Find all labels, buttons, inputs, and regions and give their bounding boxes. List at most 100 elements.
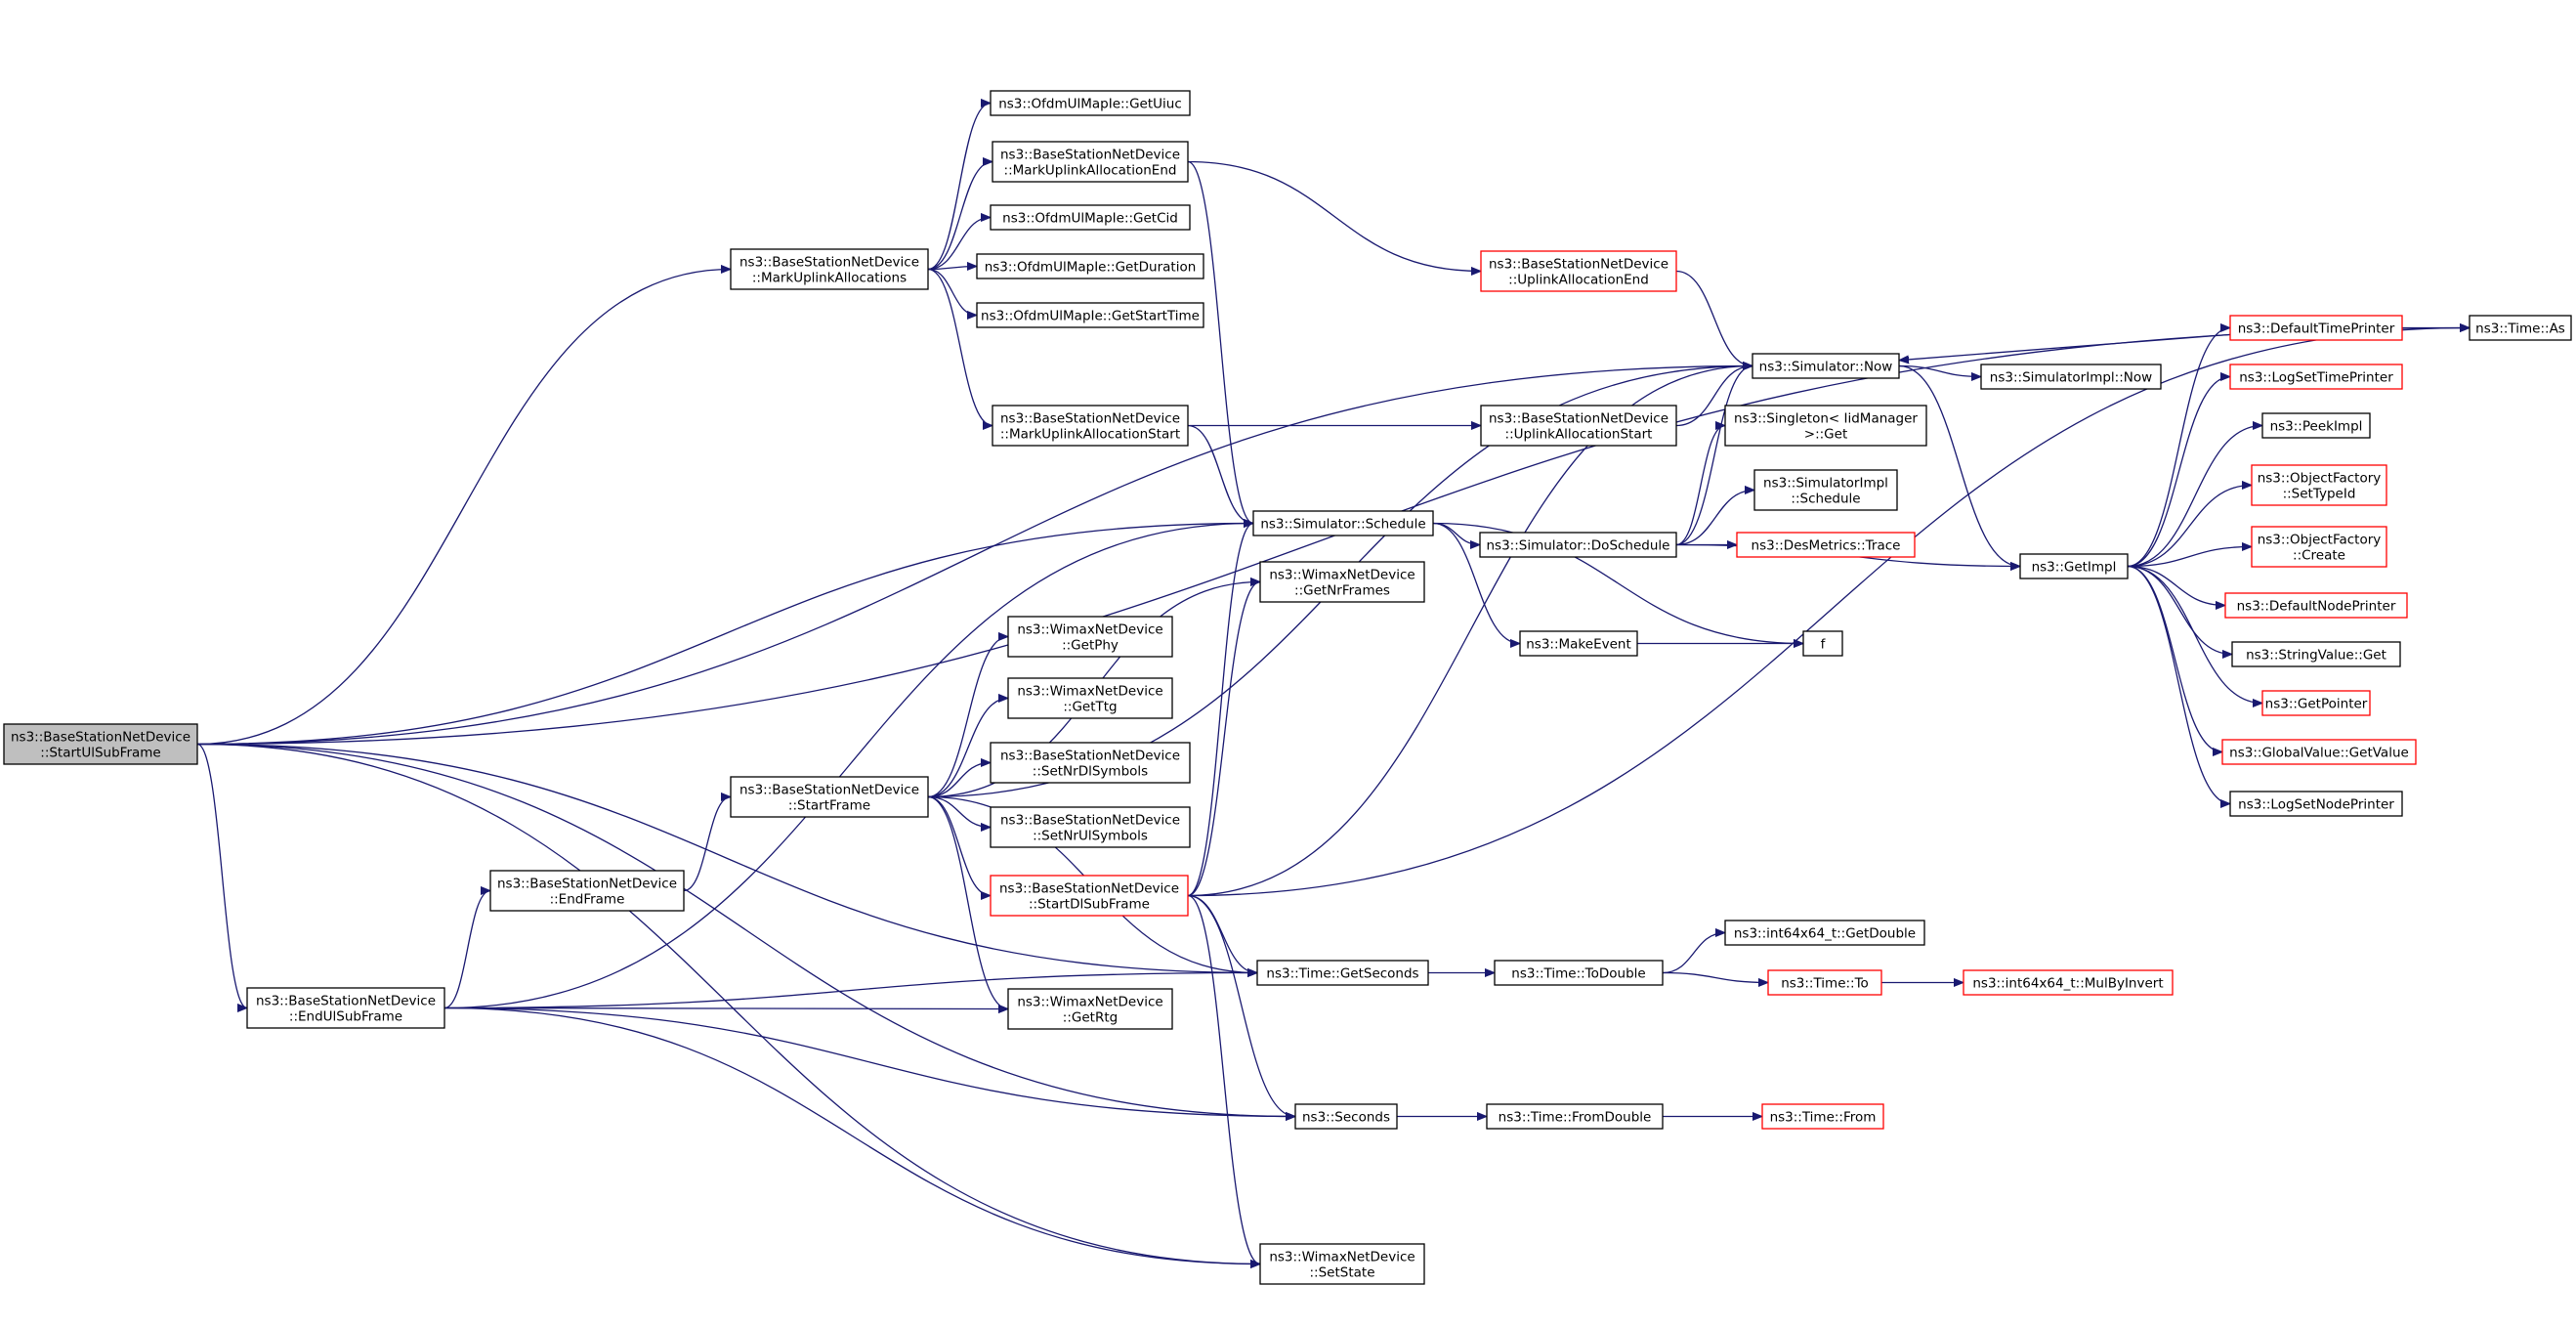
node-peekImpl[interactable]: ns3::PeekImpl xyxy=(2261,412,2371,439)
node-logSetTimePrinter[interactable]: ns3::LogSetTimePrinter xyxy=(2229,364,2403,390)
edge-root-to-endUlSubFrame xyxy=(196,743,248,1008)
node-toDouble[interactable]: ns3::Time::ToDouble xyxy=(1494,960,1664,986)
node-setNrDlSymbols[interactable]: ns3::BaseStationNetDevice::SetNrDlSymbol… xyxy=(990,742,1191,784)
node-getPointer[interactable]: ns3::GetPointer xyxy=(2261,690,2371,716)
node-label: ns3::DefaultTimePrinter xyxy=(2238,321,2395,337)
node-getCid[interactable]: ns3::OfdmUlMapIe::GetCid xyxy=(990,204,1191,231)
node-box xyxy=(1486,1103,1664,1130)
node-label: ns3::BaseStationNetDevice xyxy=(1000,749,1180,764)
node-getTtg[interactable]: ns3::WimaxNetDevice::GetTtg xyxy=(1007,677,1173,719)
edge-toDouble-to-timeTo xyxy=(1662,971,1768,983)
node-box xyxy=(1480,250,1677,292)
node-mulByInvert[interactable]: ns3::int64x64_t::MulByInvert xyxy=(1963,969,2174,996)
node-stringValueGet[interactable]: ns3::StringValue::Get xyxy=(2231,641,2401,667)
edge-uplinkAllocationStart-to-now xyxy=(1675,366,1753,427)
node-getNrFrames[interactable]: ns3::WimaxNetDevice::GetNrFrames xyxy=(1259,561,1425,603)
node-timeFrom[interactable]: ns3::Time::From xyxy=(1761,1103,1884,1130)
node-label: ns3::Seconds xyxy=(1302,1110,1390,1126)
edge-startDlSubFrame-to-timeAs xyxy=(1187,328,2470,897)
node-ofSetTypeId[interactable]: ns3::ObjectFactory::SetTypeId xyxy=(2251,464,2387,506)
node-timeAs[interactable]: ns3::Time::As xyxy=(2469,315,2572,341)
node-box xyxy=(1259,1243,1425,1285)
node-setNrUlSymbols[interactable]: ns3::BaseStationNetDevice::SetNrUlSymbol… xyxy=(990,806,1191,848)
edge-root-to-seconds xyxy=(196,743,1295,1117)
node-label: ::Schedule xyxy=(1791,492,1860,507)
node-box xyxy=(2229,791,2403,817)
node-getStartTime[interactable]: ns3::OfdmUlMapIe::GetStartTime xyxy=(976,302,1204,328)
node-getUiuc[interactable]: ns3::OfdmUlMapIe::GetUiuc xyxy=(990,90,1191,116)
edge-root-to-schedule xyxy=(196,524,1253,746)
node-makeEvent[interactable]: ns3::MakeEvent xyxy=(1519,630,1638,657)
node-endFrame[interactable]: ns3::BaseStationNetDevice::EndFrame xyxy=(489,870,685,912)
node-uplinkAllocationStart[interactable]: ns3::BaseStationNetDevice::UplinkAllocat… xyxy=(1480,405,1677,447)
node-label: ns3::WimaxNetDevice xyxy=(1269,1250,1415,1265)
node-label: ns3::DefaultNodePrinter xyxy=(2237,599,2396,615)
node-label: ns3::LogSetTimePrinter xyxy=(2239,370,2393,386)
node-label: ns3::Simulator::DoSchedule xyxy=(1487,538,1670,554)
node-singletonGet[interactable]: ns3::Singleton< IidManager >::Get xyxy=(1724,405,1927,447)
node-box xyxy=(1480,405,1677,447)
node-markUplinkAllocations[interactable]: ns3::BaseStationNetDevice::MarkUplinkAll… xyxy=(730,248,929,290)
node-markUplinkAllocationStart[interactable]: ns3::BaseStationNetDevice::MarkUplinkAll… xyxy=(992,405,1189,447)
node-label: ns3::GetImpl xyxy=(2032,560,2117,576)
node-label: ns3::WimaxNetDevice xyxy=(1269,568,1415,583)
node-simImplSchedule[interactable]: ns3::SimulatorImpl::Schedule xyxy=(1753,469,1898,511)
node-f[interactable]: f xyxy=(1802,630,1843,657)
node-getSeconds[interactable]: ns3::Time::GetSeconds xyxy=(1256,960,1429,986)
node-label: ns3::BaseStationNetDevice xyxy=(1000,813,1180,829)
node-schedule[interactable]: ns3::Simulator::Schedule xyxy=(1252,510,1434,536)
node-logSetNodePrinter[interactable]: ns3::LogSetNodePrinter xyxy=(2229,791,2403,817)
node-uplinkAllocationEnd[interactable]: ns3::BaseStationNetDevice::UplinkAllocat… xyxy=(1480,250,1677,292)
node-setState[interactable]: ns3::WimaxNetDevice::SetState xyxy=(1259,1243,1425,1285)
node-getImpl[interactable]: ns3::GetImpl xyxy=(2019,553,2129,579)
edge-defaultTimePrinter-to-now xyxy=(1899,333,2231,360)
node-label: ns3::int64x64_t::MulByInvert xyxy=(1972,976,2163,992)
node-box xyxy=(2469,315,2572,341)
node-label: ns3::BaseStationNetDevice xyxy=(1000,411,1180,427)
node-label: ns3::Time::As xyxy=(2475,321,2565,337)
node-label: ns3::OfdmUlMapIe::GetCid xyxy=(1002,211,1178,227)
node-box xyxy=(2251,464,2387,506)
node-defaultNodePrinter[interactable]: ns3::DefaultNodePrinter xyxy=(2224,592,2408,619)
node-label: ns3::BaseStationNetDevice xyxy=(497,877,677,892)
node-simImplNow[interactable]: ns3::SimulatorImpl::Now xyxy=(1980,364,2162,390)
node-fromDouble[interactable]: ns3::Time::FromDouble xyxy=(1486,1103,1664,1130)
node-label: ns3::Simulator::Now xyxy=(1759,360,1893,375)
node-label: ::UplinkAllocationStart xyxy=(1505,427,1653,443)
node-box xyxy=(1252,510,1434,536)
edge-startDlSubFrame-to-schedule xyxy=(1187,524,1254,897)
node-doSchedule[interactable]: ns3::Simulator::DoSchedule xyxy=(1479,532,1677,558)
node-startFrame[interactable]: ns3::BaseStationNetDevice::StartFrame xyxy=(730,776,929,818)
node-getRtg[interactable]: ns3::WimaxNetDevice::GetRtg xyxy=(1007,988,1173,1030)
node-label: ns3::GetPointer xyxy=(2265,697,2368,712)
edge-startFrame-to-getTtg xyxy=(927,699,1008,798)
node-box xyxy=(2224,592,2408,619)
edge-startFrame-to-getPhy xyxy=(927,637,1009,798)
edge-markUplinkAllocations-to-getDuration xyxy=(927,267,977,270)
node-box xyxy=(1761,1103,1884,1130)
node-globalValueGetValue[interactable]: ns3::GlobalValue::GetValue xyxy=(2221,739,2417,765)
node-getDouble[interactable]: ns3::int64x64_t::GetDouble xyxy=(1724,920,1925,946)
node-ofCreate[interactable]: ns3::ObjectFactory::Create xyxy=(2251,526,2387,568)
node-timeTo[interactable]: ns3::Time::To xyxy=(1767,969,1882,996)
node-box xyxy=(1519,630,1638,657)
node-getDuration[interactable]: ns3::OfdmUlMapIe::GetDuration xyxy=(976,253,1204,279)
node-label: ns3::BaseStationNetDevice xyxy=(11,730,190,746)
node-seconds[interactable]: ns3::Seconds xyxy=(1294,1103,1398,1130)
node-box xyxy=(992,405,1189,447)
node-getPhy[interactable]: ns3::WimaxNetDevice::GetPhy xyxy=(1007,616,1173,658)
node-box xyxy=(730,248,929,290)
node-desMetricsTrace[interactable]: ns3::DesMetrics::Trace xyxy=(1736,532,1916,558)
node-endUlSubFrame[interactable]: ns3::BaseStationNetDevice::EndUlSubFrame xyxy=(246,987,445,1029)
node-root[interactable]: ns3::BaseStationNetDevice::StartUlSubFra… xyxy=(3,723,198,765)
node-box xyxy=(2251,526,2387,568)
node-now[interactable]: ns3::Simulator::Now xyxy=(1752,353,1900,379)
node-label: ::StartUlSubFrame xyxy=(40,746,160,761)
node-markUplinkAllocationEnd[interactable]: ns3::BaseStationNetDevice::MarkUplinkAll… xyxy=(992,141,1189,183)
node-defaultTimePrinter[interactable]: ns3::DefaultTimePrinter xyxy=(2229,315,2403,341)
node-label: ::StartFrame xyxy=(788,798,870,814)
node-startDlSubFrame[interactable]: ns3::BaseStationNetDevice::StartDlSubFra… xyxy=(990,875,1189,917)
node-label: ::SetNrDlSymbols xyxy=(1033,764,1148,780)
edge-getImpl-to-ofCreate xyxy=(2127,547,2252,568)
